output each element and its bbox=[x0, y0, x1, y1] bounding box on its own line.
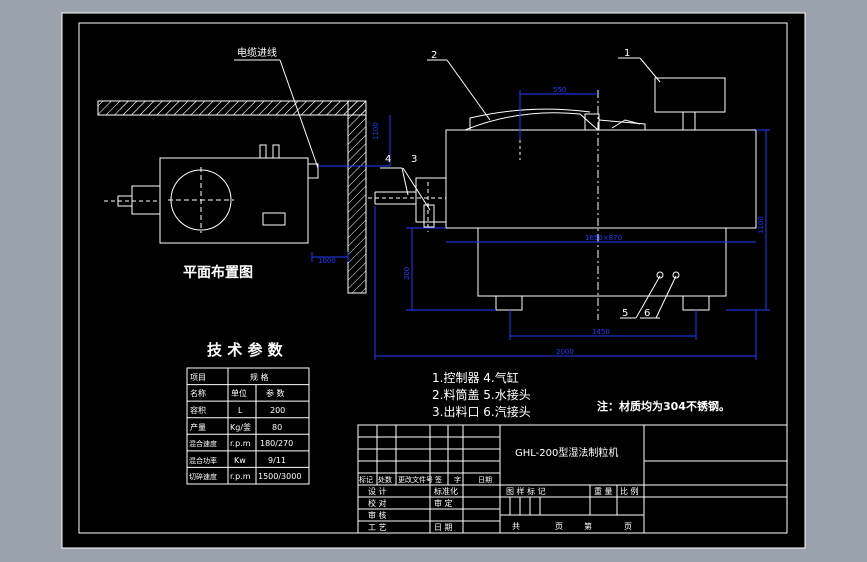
tech-params-table bbox=[186, 367, 310, 485]
tech-params-title: 技 术 参 数 bbox=[207, 341, 284, 359]
legend-line-3: 3.出料口 6.汽接头 bbox=[432, 404, 531, 419]
dim-1450: 1450 bbox=[592, 328, 610, 336]
plan-view bbox=[104, 144, 319, 244]
plan-view-title: 平面布置图 bbox=[183, 264, 253, 281]
tp-header-spec: 规 格 bbox=[250, 372, 269, 382]
tp-cell: 产量 bbox=[190, 422, 206, 432]
cable-entry-leader bbox=[279, 59, 319, 169]
drawing-name: GHL-200型湿法制粒机 bbox=[515, 446, 618, 459]
callout-leaders bbox=[380, 57, 677, 319]
legend-line-1: 1.控制器 4.气缸 bbox=[432, 370, 519, 385]
tp-cell: L bbox=[238, 406, 243, 415]
tb-stage-mark: 图 样 标 记 bbox=[506, 486, 546, 496]
tp-cell: Kw bbox=[234, 456, 246, 465]
tp-cell: 1500/3000 bbox=[258, 472, 301, 481]
rev-header: 处数 bbox=[378, 475, 392, 484]
rev-header: 日期 bbox=[478, 476, 492, 484]
tp-cell: 9/11 bbox=[268, 456, 286, 465]
tb-date: 日 期 bbox=[434, 523, 453, 532]
cable-entry-label: 电缆进线 bbox=[237, 46, 277, 59]
callout-3: 3 bbox=[411, 154, 417, 165]
callout-6: 6 bbox=[644, 308, 650, 319]
rev-header: 字 bbox=[454, 475, 461, 484]
tp-cell: 单位 bbox=[231, 388, 247, 398]
tb-row: 设 计 bbox=[368, 486, 387, 496]
callout-1: 1 bbox=[624, 48, 630, 59]
dim-2000: 2000 bbox=[556, 348, 574, 356]
callout-2: 2 bbox=[431, 50, 437, 61]
tb-page: 页 bbox=[624, 522, 632, 531]
legend-line-2: 2.料筒盖 5.水接头 bbox=[432, 387, 531, 402]
tb-total: 共 bbox=[512, 522, 520, 531]
tp-cell: 名称 bbox=[190, 388, 206, 398]
elevation-view bbox=[368, 77, 757, 320]
callout-5: 5 bbox=[622, 308, 628, 319]
tb-row: 工 艺 bbox=[368, 523, 387, 532]
tb-approve: 审 定 bbox=[434, 498, 453, 508]
tp-cell: 切碎速度 bbox=[189, 472, 217, 481]
tb-sheet: 页 bbox=[555, 522, 563, 531]
dim-1650x870: 1650×870 bbox=[585, 234, 622, 242]
dim-550: 550 bbox=[553, 86, 566, 94]
tp-cell: 200 bbox=[270, 406, 285, 415]
wall-hatch bbox=[97, 100, 367, 294]
tb-scale: 比 例 bbox=[620, 486, 639, 496]
tb-row: 校 对 bbox=[368, 498, 387, 508]
dim-200: 200 bbox=[403, 267, 411, 280]
tp-cell: r.p.m bbox=[230, 439, 251, 448]
drawing-sheet bbox=[61, 12, 806, 549]
tp-cell: 80 bbox=[272, 423, 282, 432]
title-block bbox=[357, 424, 788, 534]
rev-header: 标记 bbox=[359, 475, 373, 484]
tb-row: 审 核 bbox=[368, 510, 387, 520]
rev-header: 签 bbox=[435, 475, 442, 484]
plan-dimension-lines bbox=[311, 115, 391, 262]
rev-header: 更改文件号 bbox=[398, 475, 433, 484]
tp-header-item: 项目 bbox=[190, 373, 206, 382]
dim-1000-plan: 1000 bbox=[318, 257, 336, 265]
tp-cell: 混合速度 bbox=[189, 439, 217, 448]
dim-1100-height: 1100 bbox=[757, 216, 765, 234]
tp-cell: 混合功率 bbox=[189, 456, 217, 465]
tb-weight: 重 量 bbox=[594, 486, 613, 496]
tb-no: 第 bbox=[584, 521, 592, 531]
material-note: 注：材质均为304不锈钢。 bbox=[597, 399, 730, 413]
tb-std: 标准化 bbox=[434, 486, 458, 496]
tp-cell: Kg/釜 bbox=[230, 422, 251, 432]
callout-4: 4 bbox=[385, 154, 391, 165]
dim-1100-plan: 1100 bbox=[372, 122, 380, 140]
tp-cell: 参 数 bbox=[266, 388, 285, 398]
tp-cell: r.p.m bbox=[230, 472, 251, 481]
elevation-dimension-lines bbox=[374, 90, 770, 360]
tp-cell: 容积 bbox=[190, 405, 206, 415]
tp-cell: 180/270 bbox=[260, 439, 293, 448]
